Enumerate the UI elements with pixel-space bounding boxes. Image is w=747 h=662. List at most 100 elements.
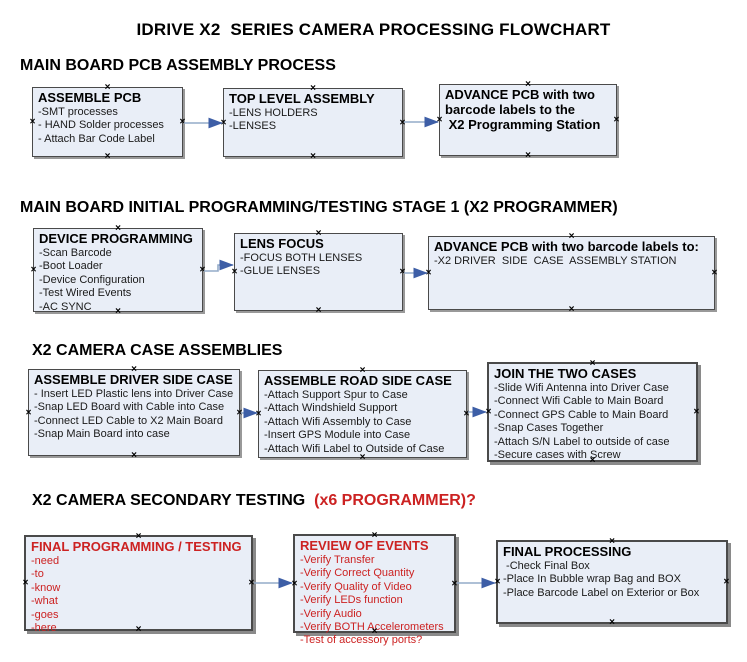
- connection-point-icon: ×: [485, 406, 492, 418]
- box-item: -LENSES: [229, 120, 277, 133]
- box-item: -goes: [31, 608, 59, 621]
- page-title: IDRIVE X2 SERIES CAMERA PROCESSING FLOWC…: [136, 20, 611, 39]
- box-title: ADVANCE PCB with two barcode labels to t…: [445, 87, 601, 132]
- connection-point-icon: ×: [525, 149, 531, 161]
- box-item: -Verify Quality of Video: [300, 580, 412, 593]
- connection-point-icon: ×: [179, 116, 186, 128]
- connection-point-icon: ×: [568, 303, 575, 315]
- box-item: -LENS HOLDERS: [229, 107, 318, 119]
- box-items: -Scan Barcode-Boot Loader-Device Configu…: [39, 247, 197, 314]
- connection-point-icon: ×: [609, 616, 615, 628]
- box-item: -to: [31, 568, 44, 581]
- box-title: LENS FOCUS: [240, 236, 324, 251]
- connection-point-icon: ×: [22, 577, 29, 589]
- arrow-device-programming-to-lens-focus: [204, 259, 234, 272]
- box-item: -Slide Wifi Antenna into Driver Case: [494, 382, 669, 394]
- box-item: -Snap Cases Together: [494, 422, 604, 435]
- box-title: DEVICE PROGRAMMING: [39, 231, 193, 246]
- box-title: FINAL PROCESSING: [503, 544, 632, 559]
- connection-point-icon: ×: [25, 407, 32, 418]
- box-items: -FOCUS BOTH LENSES-GLUE LENSES: [240, 252, 397, 279]
- box-title: ASSEMBLE DRIVER SIDE CASE: [34, 372, 233, 387]
- box-item: - Insert LED Plastic lens into Driver Ca…: [34, 388, 234, 400]
- connection-point-icon: ×: [29, 116, 36, 128]
- box-item: -what: [31, 595, 58, 608]
- connection-point-icon: ×: [291, 578, 298, 589]
- box-item: - HAND Solder processes: [38, 119, 164, 132]
- section-heading-initial-programming: MAIN BOARD INITIAL PROGRAMMING/TESTING S…: [20, 199, 618, 216]
- box-item: -Place In Bubble wrap Bag and BOX: [503, 573, 681, 586]
- box-item: -Test Wired Events: [39, 287, 132, 300]
- connection-point-icon: ×: [451, 578, 458, 589]
- connection-point-icon: ×: [104, 150, 111, 162]
- box-items: -Slide Wifi Antenna into Driver Case-Con…: [494, 382, 691, 462]
- connection-point-icon: ×: [463, 408, 470, 420]
- box-item: -Test of accessory ports?: [300, 634, 423, 647]
- connection-point-icon: ×: [723, 576, 730, 588]
- box-item: -need: [31, 555, 60, 567]
- flow-box-review-of-events: REVIEW OF EVENTS -Verify Transfer-Verify…: [291, 531, 458, 647]
- box-title: ADVANCE PCB with two barcode labels to:: [434, 239, 699, 254]
- connection-point-icon: ×: [220, 117, 227, 128]
- box-item: -Verify Audio: [300, 607, 362, 620]
- box-item: -Secure cases with Screw: [494, 449, 621, 462]
- box-item: -Connect LED Cable to X2 Main Board: [34, 414, 223, 427]
- box-item: -Snap LED Board with Cable into Case: [34, 401, 225, 414]
- box-item: -here: [31, 622, 57, 635]
- box-items: -Check Final Box-Place In Bubble wrap Ba…: [503, 560, 721, 600]
- flow-box-final-programming-testing: FINAL PROGRAMMING / TESTING -need-to-kno…: [22, 532, 255, 635]
- flow-box-advance-pcb-driver-side: ADVANCE PCB with two barcode labels to: …: [426, 232, 718, 315]
- section-heading-secondary-testing-red: (x6 PROGRAMMER)?: [314, 492, 476, 509]
- box-item: -X2 DRIVER SIDE CASE ASSEMBLY STATION: [434, 255, 677, 267]
- box-item: -Verify Correct Quantity: [300, 567, 415, 580]
- box-item: -know: [31, 581, 61, 594]
- flow-box-assemble-road-side-case: ASSEMBLE ROAD SIDE CASE -Attach Support …: [256, 366, 470, 463]
- box-items: - Insert LED Plastic lens into Driver Ca…: [34, 388, 234, 442]
- box-item: -Verify Transfer: [300, 554, 375, 566]
- connection-point-icon: ×: [248, 577, 255, 589]
- flow-box-device-programming: DEVICE PROGRAMMING -Scan Barcode-Boot Lo…: [31, 224, 206, 317]
- section-heading-pcb-assembly: MAIN BOARD PCB ASSEMBLY PROCESS: [20, 57, 336, 74]
- connection-point-icon: ×: [231, 266, 238, 278]
- box-items: -Verify Transfer-Verify Correct Quantity…: [300, 554, 449, 648]
- box-items: -SMT processes- HAND Solder processes- A…: [38, 106, 177, 146]
- flow-box-lens-focus: LENS FOCUS -FOCUS BOTH LENSES-GLUE LENSE…: [232, 229, 406, 316]
- box-items: -LENS HOLDERS-LENSES: [229, 107, 397, 134]
- box-item: -Device Configuration: [39, 273, 145, 286]
- box-title: ASSEMBLE PCB: [38, 90, 142, 105]
- connection-point-icon: ×: [199, 264, 206, 276]
- box-item: -Boot Loader: [39, 260, 103, 273]
- flow-box-assemble-pcb: ASSEMBLE PCB -SMT processes- HAND Solder…: [30, 83, 186, 162]
- connection-point-icon: ×: [30, 264, 37, 276]
- connection-point-icon: ×: [236, 407, 243, 418]
- connection-point-icon: ×: [436, 114, 443, 126]
- flow-box-join-the-two-cases: JOIN THE TWO CASES -Slide Wifi Antenna i…: [485, 359, 700, 466]
- box-item: -Verify BOTH Accelerometers: [300, 621, 444, 634]
- connection-point-icon: ×: [613, 114, 620, 126]
- box-title: ASSEMBLE ROAD SIDE CASE: [264, 373, 452, 388]
- connection-point-icon: ×: [131, 449, 137, 461]
- box-item: -Scan Barcode: [39, 247, 112, 259]
- box-item: -Attach Windshield Support: [264, 402, 398, 415]
- box-title: TOP LEVEL ASSEMBLY: [229, 91, 375, 106]
- connection-point-icon: ×: [255, 408, 262, 420]
- box-items: -X2 DRIVER SIDE CASE ASSEMBLY STATION: [434, 255, 709, 268]
- box-item: - Attach Bar Code Label: [38, 132, 155, 145]
- flow-box-final-processing: FINAL PROCESSING -Check Final Box-Place …: [494, 537, 730, 628]
- box-items: -Attach Support Spur to Case-Attach Wind…: [264, 389, 461, 456]
- connection-point-icon: ×: [711, 267, 718, 279]
- box-item: -Attach Wifi Label to Outside of Case: [264, 442, 445, 455]
- flow-box-advance-pcb-programming-station: ADVANCE PCB with two barcode labels to t…: [437, 80, 620, 161]
- flow-box-assemble-driver-side-case: ASSEMBLE DRIVER SIDE CASE - Insert LED P…: [26, 365, 243, 461]
- box-item: -Verify LEDs function: [300, 594, 403, 607]
- connection-point-icon: ×: [494, 576, 501, 588]
- box-item: -Connect Wifi Cable to Main Board: [494, 395, 664, 408]
- section-heading-secondary-testing-black: X2 CAMERA SECONDARY TESTING: [32, 492, 315, 509]
- connection-point-icon: ×: [693, 406, 700, 418]
- connection-point-icon: ×: [399, 117, 406, 128]
- box-item: -Attach S/N Label to outside of case: [494, 435, 670, 448]
- box-title: JOIN THE TWO CASES: [494, 366, 637, 381]
- box-item: -Attach Wifi Assembly to Case: [264, 415, 412, 428]
- connection-point-icon: ×: [399, 266, 406, 278]
- box-item: -Connect GPS Cable to Main Board: [494, 408, 669, 421]
